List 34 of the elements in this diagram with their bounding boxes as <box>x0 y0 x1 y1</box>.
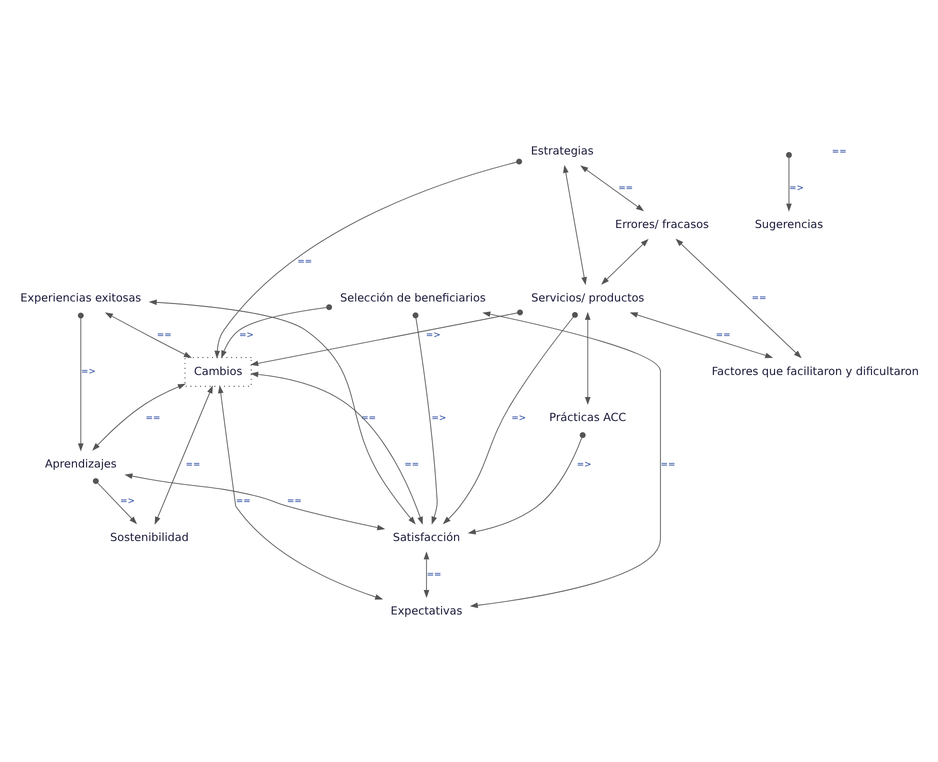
edge-label: == <box>236 496 251 506</box>
edge-label: => <box>239 330 254 340</box>
edge-label: => <box>576 459 592 470</box>
node-text: Experiencias exitosas <box>20 290 142 304</box>
node-text: Factores que facilitaron y dificultaron <box>712 364 919 378</box>
edge-label: == <box>618 183 634 194</box>
edge-label: => <box>511 412 526 423</box>
node-text: Estrategias <box>530 144 594 158</box>
edge-label: == <box>146 412 160 423</box>
edge-label: == <box>186 459 200 470</box>
node-text: Sugerencias <box>754 217 824 230</box>
edge-label: == <box>361 412 376 423</box>
edge-label: => <box>81 366 96 377</box>
edge-label: == <box>287 496 302 506</box>
edge-label: == <box>660 459 676 470</box>
edge-label: == <box>156 330 172 340</box>
edge-label: == <box>404 459 420 470</box>
edge-label: => <box>789 183 804 194</box>
node-text: Expectativas <box>390 604 462 617</box>
edge-label: == <box>426 569 442 580</box>
edge-label: == <box>297 256 312 266</box>
node-text: Servicios/ productos <box>531 290 644 304</box>
edge-label: => <box>426 330 441 340</box>
edge-label: => <box>120 496 135 506</box>
node-text: Sostenibilidad <box>110 530 189 544</box>
node-text: Aprendizajes <box>44 456 117 470</box>
node-text: Errores/ fracasos <box>615 217 709 230</box>
node-text: Prácticas ACC <box>549 410 626 424</box>
edge-label: => <box>432 412 446 423</box>
label: == <box>832 146 847 156</box>
edge-label: == <box>752 293 766 304</box>
edge-label: == <box>716 330 730 340</box>
node-text: Selección de beneficiarios <box>340 290 486 304</box>
node-text: Satisfacción <box>392 530 460 544</box>
